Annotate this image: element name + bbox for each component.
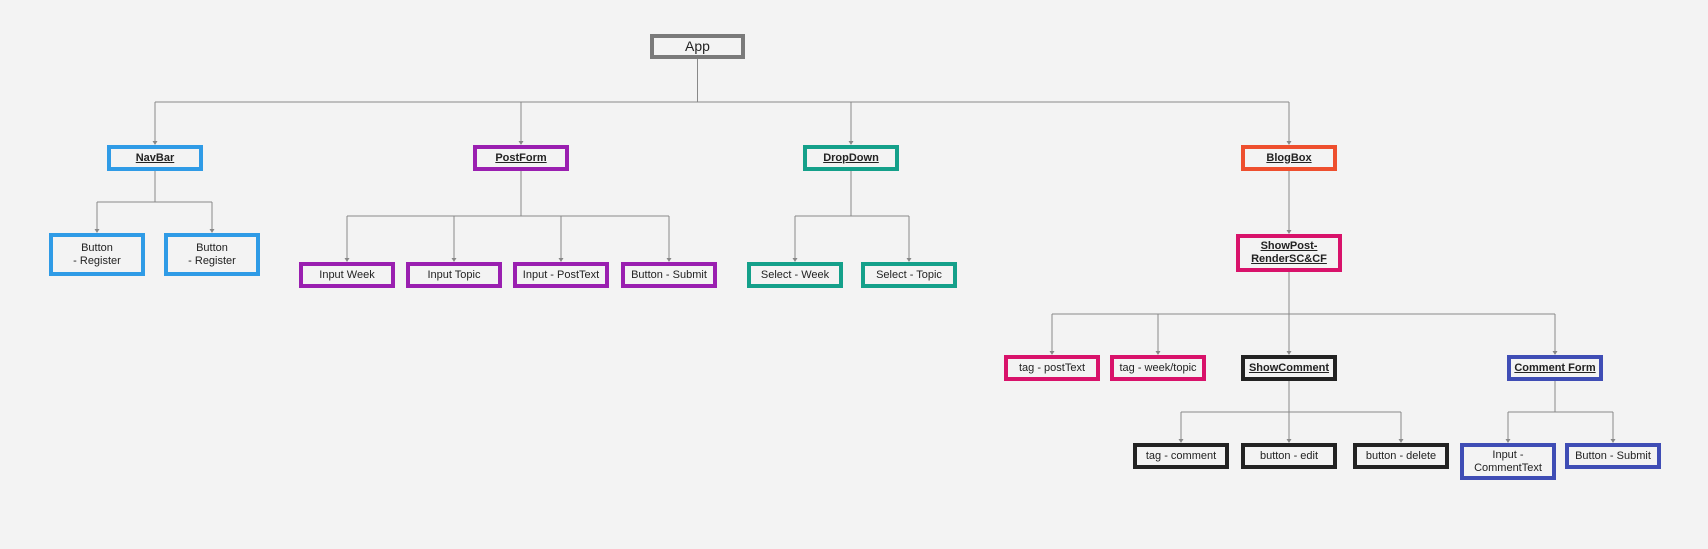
arrowhead-tag_comment <box>1178 439 1184 443</box>
arrowhead-navbar <box>152 141 158 145</box>
arrowhead-navbar_btn2 <box>209 229 215 233</box>
node-navbar: NavBar <box>107 145 203 171</box>
node-dropdown: DropDown <box>803 145 899 171</box>
arrowhead-commentform <box>1552 351 1558 355</box>
node-input-topic: Input Topic <box>406 262 502 288</box>
arrowhead-tag_posttext <box>1049 351 1055 355</box>
node-tag-posttext: tag - postText <box>1004 355 1100 381</box>
node-input-commenttext: Input - CommentText <box>1460 443 1556 480</box>
arrowhead-showpost <box>1286 230 1292 234</box>
node-input-week: Input Week <box>299 262 395 288</box>
arrowhead-showcomment <box>1286 351 1292 355</box>
node-tag-weektopic: tag - week/topic <box>1110 355 1206 381</box>
arrowhead-pf_topic <box>451 258 457 262</box>
arrowhead-pf_submit <box>666 258 672 262</box>
arrowhead-dd_topic <box>906 258 912 262</box>
arrowhead-tag_weektopic <box>1155 351 1161 355</box>
node-select-week: Select - Week <box>747 262 843 288</box>
arrowhead-cf_submit <box>1610 439 1616 443</box>
node-postform: PostForm <box>473 145 569 171</box>
arrowhead-pf_week <box>344 258 350 262</box>
node-button-delete: button - delete <box>1353 443 1449 469</box>
arrowhead-cf_input <box>1505 439 1511 443</box>
node-showpost: ShowPost- RenderSC&CF <box>1236 234 1342 272</box>
arrowhead-blogbox <box>1286 141 1292 145</box>
node-select-topic: Select - Topic <box>861 262 957 288</box>
arrowhead-dropdown <box>848 141 854 145</box>
node-commentform-button-submit: Button - Submit <box>1565 443 1661 469</box>
arrowhead-dd_week <box>792 258 798 262</box>
arrowhead-btn_delete <box>1398 439 1404 443</box>
node-app: App <box>650 34 745 59</box>
node-navbar-button-register-2: Button - Register <box>164 233 260 276</box>
node-navbar-button-register-1: Button - Register <box>49 233 145 276</box>
node-button-edit: button - edit <box>1241 443 1337 469</box>
node-tag-comment: tag - comment <box>1133 443 1229 469</box>
arrowhead-postform <box>518 141 524 145</box>
arrowhead-navbar_btn1 <box>94 229 100 233</box>
node-showcomment: ShowComment <box>1241 355 1337 381</box>
arrowhead-btn_edit <box>1286 439 1292 443</box>
node-blogbox: BlogBox <box>1241 145 1337 171</box>
arrowhead-pf_text <box>558 258 564 262</box>
node-input-posttext: Input - PostText <box>513 262 609 288</box>
node-postform-button-submit: Button - Submit <box>621 262 717 288</box>
node-commentform: Comment Form <box>1507 355 1603 381</box>
